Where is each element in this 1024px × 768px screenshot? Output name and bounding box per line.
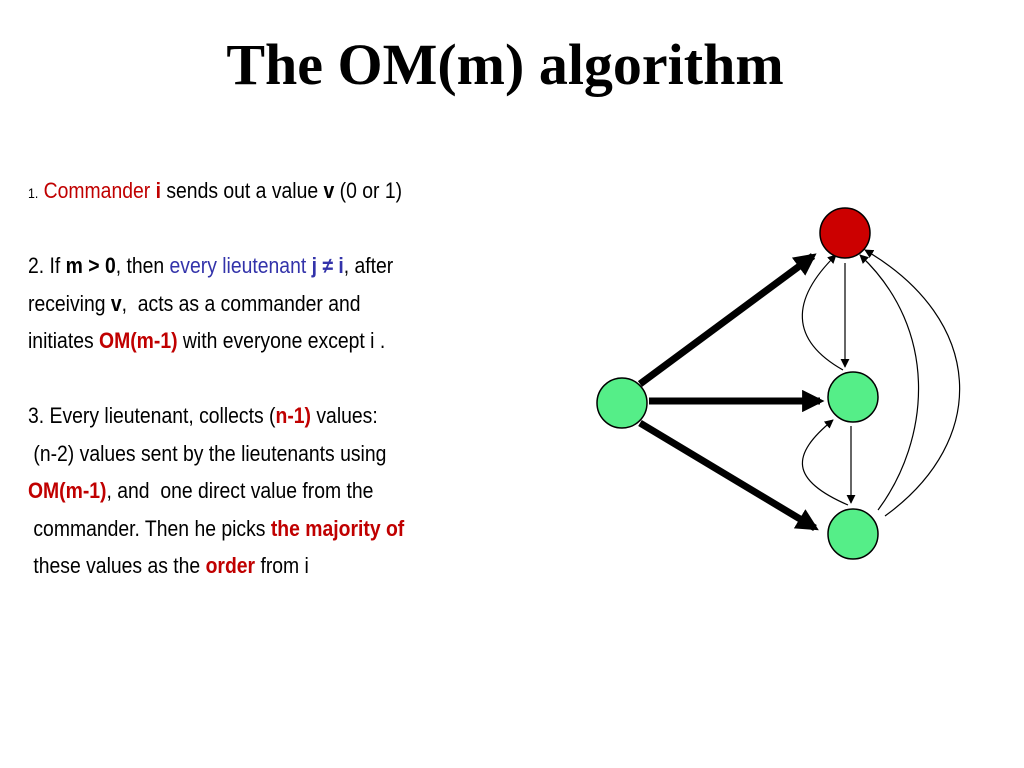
n-minus-1: n-1) [275, 403, 311, 428]
commander-term: Commander [43, 178, 151, 203]
om-m-1: OM(m-1) [99, 328, 178, 353]
step-2-text-a: 2. If [28, 253, 66, 278]
step-3-line-4-a: commander. Then he picks [28, 515, 271, 541]
step-2-line-2-b: , acts as a commander and [121, 290, 361, 316]
step-2-line-2-a: receiving [28, 290, 111, 316]
condition-m: m > 0 [65, 253, 116, 278]
page-title: The OM(m) algorithm [226, 32, 784, 97]
step-3-line-3-b: , and one direct value from the [106, 478, 374, 503]
step-3-text-a: 3. Every lieutenant, collects ( [28, 403, 276, 428]
step-3-line-5-b: from i [255, 553, 309, 578]
source-node [596, 377, 648, 429]
arrow-to-lieutenant-2 [638, 419, 819, 532]
order-term: order [205, 553, 256, 578]
algorithm-steps: 1. Commander i sends out a value v (0 or… [28, 172, 486, 585]
step-1: 1. Commander i sends out a value v (0 or… [28, 172, 486, 210]
value-v-2: v [110, 290, 122, 316]
arrow-l2-to-l1 [802, 419, 849, 506]
lieutenant-node-2 [827, 508, 879, 560]
step-3-line-5-a: these values as the [28, 553, 206, 578]
arrow-l1-to-commander [801, 254, 844, 371]
j-not-i: j ≠ i [311, 253, 344, 278]
step-2-line-3: initiates OM(m-1) with everyone except i… [28, 322, 486, 360]
lieutenant-node-1 [827, 371, 879, 423]
step-3-line-3: OM(m-1), and one direct value from the [28, 472, 486, 510]
step-3-line-5: these values as the order from i [28, 547, 486, 585]
step-3-line-4: commander. Then he picks the majority of [28, 510, 486, 548]
step-2-line-3-a: initiates [28, 328, 100, 353]
majority-term: the majority of [270, 515, 405, 541]
step-2-text-c: , after [343, 253, 394, 278]
step-1-text-b: (0 or 1) [334, 178, 403, 203]
step-1-text-a: sends out a value [160, 178, 324, 203]
step-2-line-1: 2. If m > 0, then every lieutenant j ≠ i… [28, 247, 486, 285]
step-3-text-b: values: [310, 403, 378, 428]
arrow-l2-to-commander [859, 254, 920, 511]
step-3-line-1: 3. Every lieutenant, collects (n-1) valu… [28, 397, 486, 435]
step-2-line-2: receiving v, acts as a commander and [28, 285, 486, 323]
arrow-to-commander [637, 253, 817, 387]
value-v: v [323, 178, 335, 203]
step-3-line-2: (n-2) values sent by the lieutenants usi… [28, 440, 387, 466]
commander-i: i [155, 178, 161, 203]
step-2-text-b: , then [115, 253, 170, 278]
every-lieutenant: every lieutenant [169, 253, 307, 278]
step-1-number: 1. [28, 185, 39, 201]
step-2-line-3-b: with everyone except i . [177, 328, 386, 353]
om-m-1-2: OM(m-1) [28, 478, 107, 503]
commander-node [819, 207, 871, 259]
arrow-l2-to-commander-outer [864, 249, 961, 517]
